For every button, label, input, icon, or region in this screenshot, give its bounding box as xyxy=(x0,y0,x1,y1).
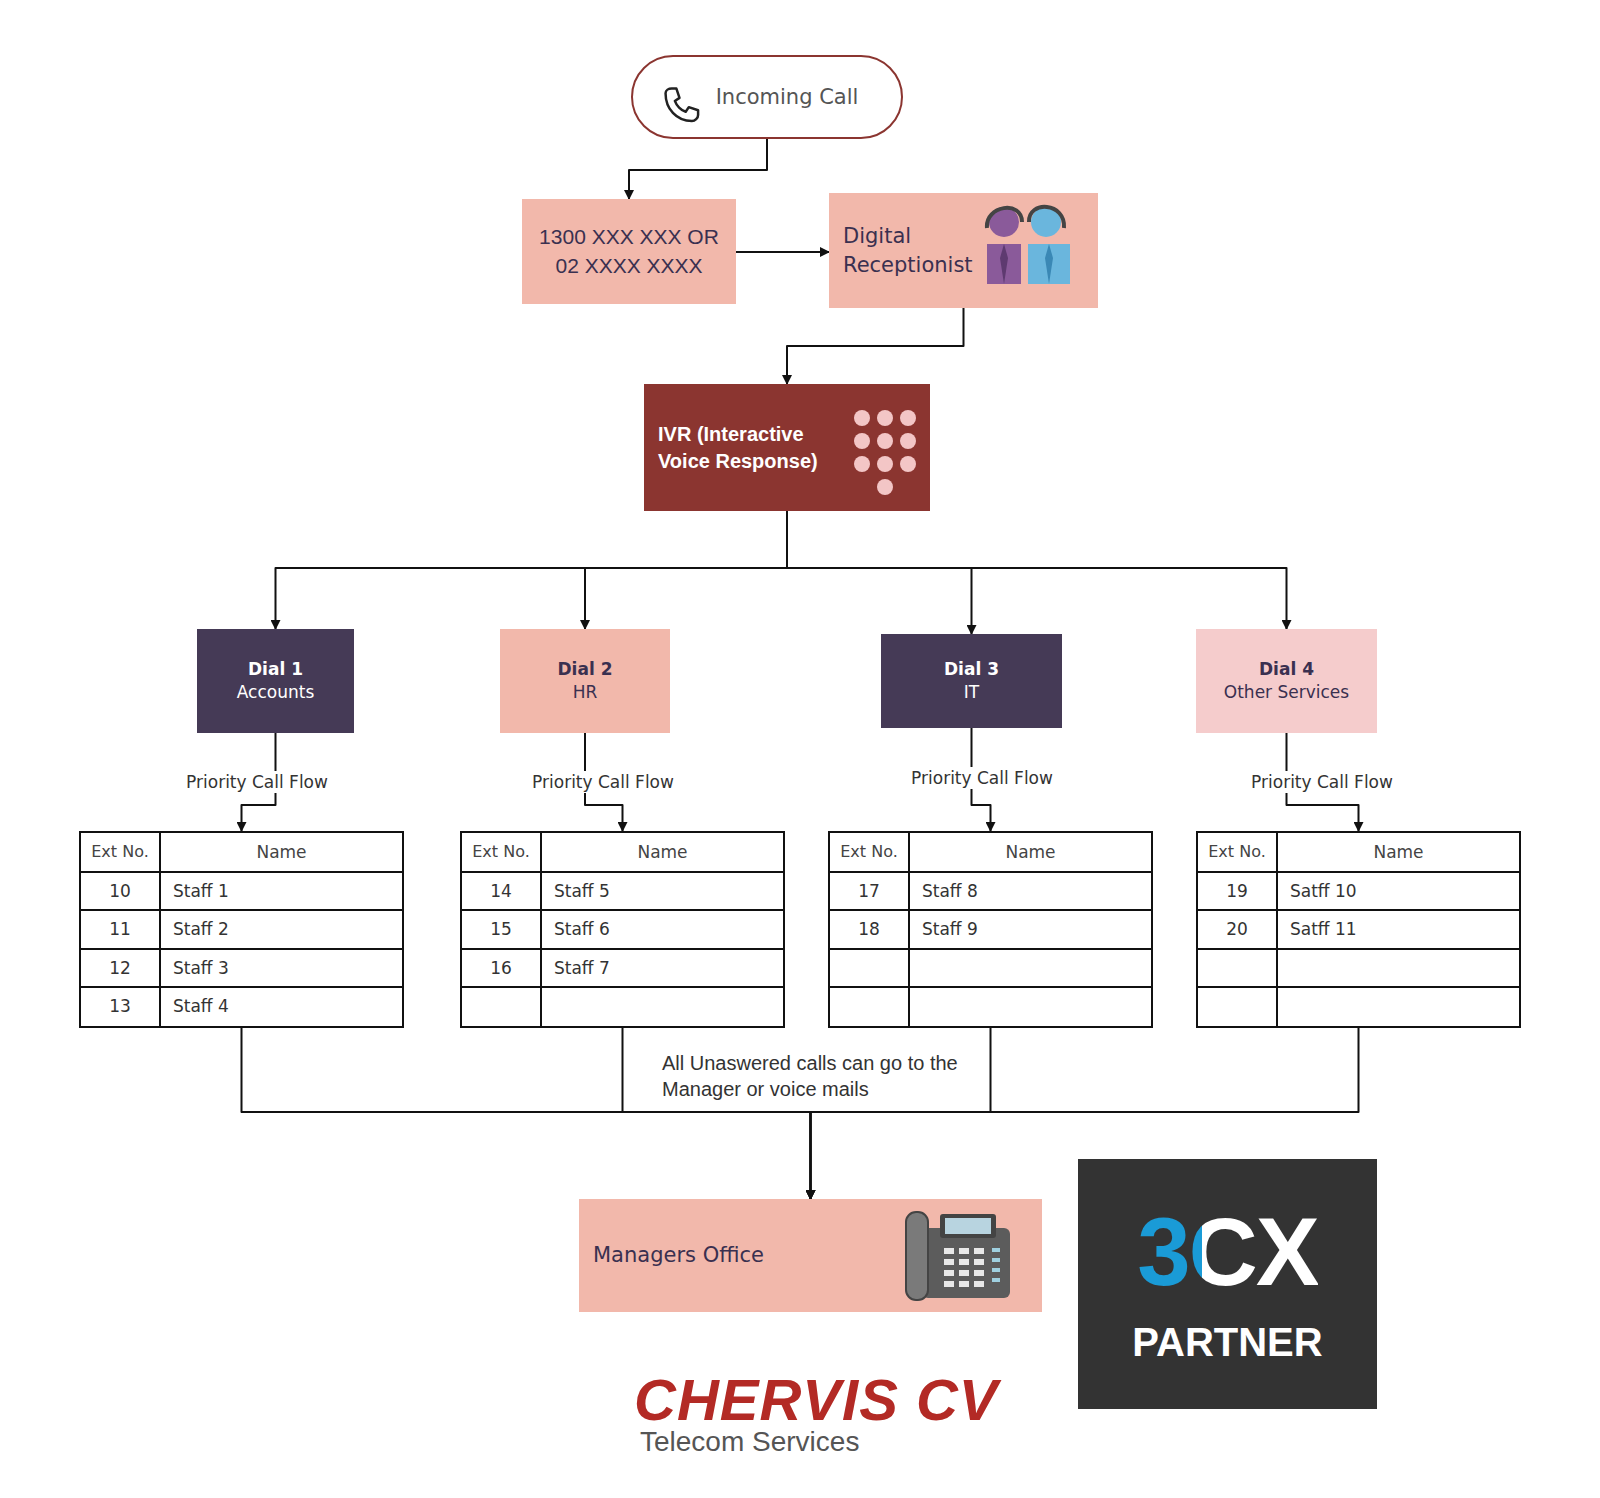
table-rule xyxy=(540,833,542,1026)
node-subtitle: Other Services xyxy=(1224,681,1349,704)
table-header: Name xyxy=(1278,833,1519,872)
table-cell: Staff 4 xyxy=(173,987,398,1026)
edge-label: Priority Call Flow xyxy=(527,771,679,793)
node-subtitle: Accounts xyxy=(237,681,315,704)
brand-tagline: Telecom Services xyxy=(640,1424,859,1460)
table-rule xyxy=(1276,833,1278,1026)
edge-label: Priority Call Flow xyxy=(181,771,333,793)
table-rule xyxy=(81,871,402,873)
table-rule xyxy=(1198,986,1519,988)
node-title: Dial 2 xyxy=(558,658,613,681)
table-cell: 12 xyxy=(81,949,159,988)
manager-box: Managers Office xyxy=(579,1199,1042,1312)
table-rule xyxy=(908,833,910,1026)
menu-option-box: Dial 1Accounts xyxy=(197,629,354,733)
node-title: Dial 3 xyxy=(944,658,999,681)
table-header: Name xyxy=(161,833,402,872)
ivr-box: IVR (Interactive Voice Response) xyxy=(644,384,930,511)
table-cell: Staff 8 xyxy=(922,872,1147,911)
flow-connector xyxy=(736,251,829,253)
table-cell: 10 xyxy=(81,872,159,911)
table-cell: Staff 5 xyxy=(554,872,779,911)
table-cell: Staff 7 xyxy=(554,949,779,988)
flow-connector xyxy=(629,139,767,199)
node-title: Digital Receptionist xyxy=(843,222,983,279)
desk-phone-icon xyxy=(906,1212,1010,1300)
table-rule xyxy=(81,948,402,950)
table-rule xyxy=(830,986,1151,988)
node-title: 3CX xyxy=(1137,1199,1318,1305)
node-title: IVR (Interactive Voice Response) xyxy=(658,421,840,475)
receptionist-icon xyxy=(987,207,1070,284)
phone-handset-icon xyxy=(666,89,699,122)
number-box: 1300 XXX XXX OR 02 XXXX XXXX xyxy=(522,199,736,304)
table-header: Ext No. xyxy=(830,833,908,872)
extension-table: Ext No.Name19 Satff 10 20 Satff 11 xyxy=(1196,831,1521,1028)
extension-table: Ext No.Name10 Staff 1 11 Staff 2 12 Staff 3 13… xyxy=(79,831,404,1028)
table-rule xyxy=(1198,948,1519,950)
table-cell: 11 xyxy=(81,910,159,949)
keypad-icon xyxy=(854,410,916,495)
receptionist-box: Digital Receptionist xyxy=(829,193,1098,308)
table-header: Ext No. xyxy=(1198,833,1276,872)
node-title: 1300 XXX XXX OR 02 XXXX XXXX xyxy=(530,223,728,280)
table-header: Ext No. xyxy=(81,833,159,872)
edge-label: Priority Call Flow xyxy=(1246,771,1398,793)
table-cell: Staff 1 xyxy=(173,872,398,911)
start-pill: Incoming Call xyxy=(631,55,903,139)
flow-connector xyxy=(787,308,964,384)
edge-label: Priority Call Flow xyxy=(906,767,1058,789)
table-cell: 15 xyxy=(462,910,540,949)
node-title: Dial 4 xyxy=(1259,658,1314,681)
table-cell: 19 xyxy=(1198,872,1276,911)
table-cell: 13 xyxy=(81,987,159,1026)
table-rule xyxy=(1198,871,1519,873)
table-cell: 14 xyxy=(462,872,540,911)
node-title: Dial 1 xyxy=(248,658,303,681)
table-rule xyxy=(462,986,783,988)
node-subtitle: HR xyxy=(573,681,598,704)
table-cell: Staff 9 xyxy=(922,910,1147,949)
table-rule xyxy=(830,871,1151,873)
table-cell: 20 xyxy=(1198,910,1276,949)
table-cell: Staff 2 xyxy=(173,910,398,949)
table-header: Ext No. xyxy=(462,833,540,872)
node-title: Managers Office xyxy=(593,1241,764,1269)
flow-connector xyxy=(585,511,787,629)
table-cell: Satff 11 xyxy=(1290,910,1515,949)
flow-connector xyxy=(787,511,972,634)
menu-option-box: Dial 4Other Services xyxy=(1196,629,1377,733)
table-rule xyxy=(462,948,783,950)
flow-connector xyxy=(276,511,788,629)
table-rule xyxy=(462,909,783,911)
table-cell: Staff 3 xyxy=(173,949,398,988)
table-cell: 16 xyxy=(462,949,540,988)
table-cell: Staff 6 xyxy=(554,910,779,949)
node-title: Incoming Call xyxy=(716,83,859,111)
menu-option-box: Dial 3IT xyxy=(881,634,1062,728)
menu-option-box: Dial 2HR xyxy=(500,629,670,733)
node-subtitle: IT xyxy=(964,681,979,704)
table-rule xyxy=(81,986,402,988)
table-rule xyxy=(1198,909,1519,911)
flow-connector xyxy=(787,511,1287,629)
extension-table: Ext No.Name17 Staff 8 18 Staff 9 xyxy=(828,831,1153,1028)
table-rule xyxy=(830,909,1151,911)
table-rule xyxy=(159,833,161,1026)
table-header: Name xyxy=(910,833,1151,872)
table-cell: 18 xyxy=(830,910,908,949)
note-text: All Unaswered calls can go to the Manage… xyxy=(662,1050,980,1102)
partner-badge: 3CX PARTNER xyxy=(1078,1159,1377,1409)
table-header: Name xyxy=(542,833,783,872)
table-rule xyxy=(830,948,1151,950)
table-rule xyxy=(462,871,783,873)
extension-table: Ext No.Name14 Staff 5 15 Staff 6 16 Staff 7 xyxy=(460,831,785,1028)
table-cell: 17 xyxy=(830,872,908,911)
table-rule xyxy=(81,909,402,911)
node-subtitle: PARTNER xyxy=(1132,1315,1322,1369)
table-cell: Satff 10 xyxy=(1290,872,1515,911)
